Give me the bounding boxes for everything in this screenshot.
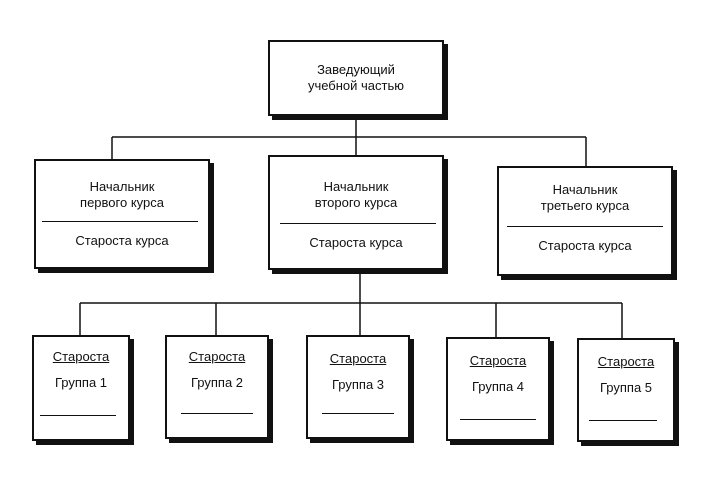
course-2-starosta: Староста курса [309, 235, 403, 250]
head-title-line1: Заведующий [317, 62, 395, 77]
head-title-line2: учебной частью [307, 78, 405, 93]
course-box-1: Начальник первого курса Староста курса [34, 159, 210, 269]
group-1-signature-line [40, 415, 116, 416]
course-box-3: Начальник третьего курса Староста курса [497, 166, 673, 276]
group-5-starosta: Староста [597, 354, 655, 369]
group-3-starosta: Староста [329, 351, 387, 366]
group-2-signature-line [181, 413, 253, 414]
group-2-starosta: Староста [188, 349, 246, 364]
group-box-2: Староста Группа 2 [165, 335, 269, 439]
group-5-name: Группа 5 [599, 380, 653, 395]
course-1-divider [42, 221, 198, 222]
course-3-title-line2: третьего курса [540, 198, 630, 213]
group-box-4: Староста Группа 4 [446, 337, 550, 441]
course-2-title-line1: Начальник [323, 179, 389, 194]
group-3-signature-line [322, 413, 394, 414]
group-4-starosta: Староста [469, 353, 527, 368]
group-4-name: Группа 4 [471, 379, 525, 394]
course-3-divider [507, 226, 663, 227]
course-3-starosta: Староста курса [538, 238, 632, 253]
group-5-signature-line [589, 420, 657, 421]
course-2-title-line2: второго курса [314, 195, 398, 210]
group-box-5: Староста Группа 5 [577, 338, 675, 442]
course-2-divider [280, 223, 436, 224]
course-3-title-line1: Начальник [552, 182, 618, 197]
course-1-title-line2: первого курса [80, 195, 164, 210]
group-box-3: Староста Группа 3 [306, 335, 410, 439]
group-3-name: Группа 3 [331, 377, 385, 392]
group-box-1: Староста Группа 1 [32, 335, 130, 441]
group-1-starosta: Староста [52, 349, 110, 364]
course-1-starosta: Староста курса [75, 233, 169, 248]
group-1-name: Группа 1 [54, 375, 108, 390]
course-box-2: Начальник второго курса Староста курса [268, 155, 444, 270]
group-4-signature-line [460, 419, 536, 420]
head-box: Заведующий учебной частью [268, 40, 444, 116]
course-1-title-line1: Начальник [89, 179, 155, 194]
group-2-name: Группа 2 [190, 375, 244, 390]
